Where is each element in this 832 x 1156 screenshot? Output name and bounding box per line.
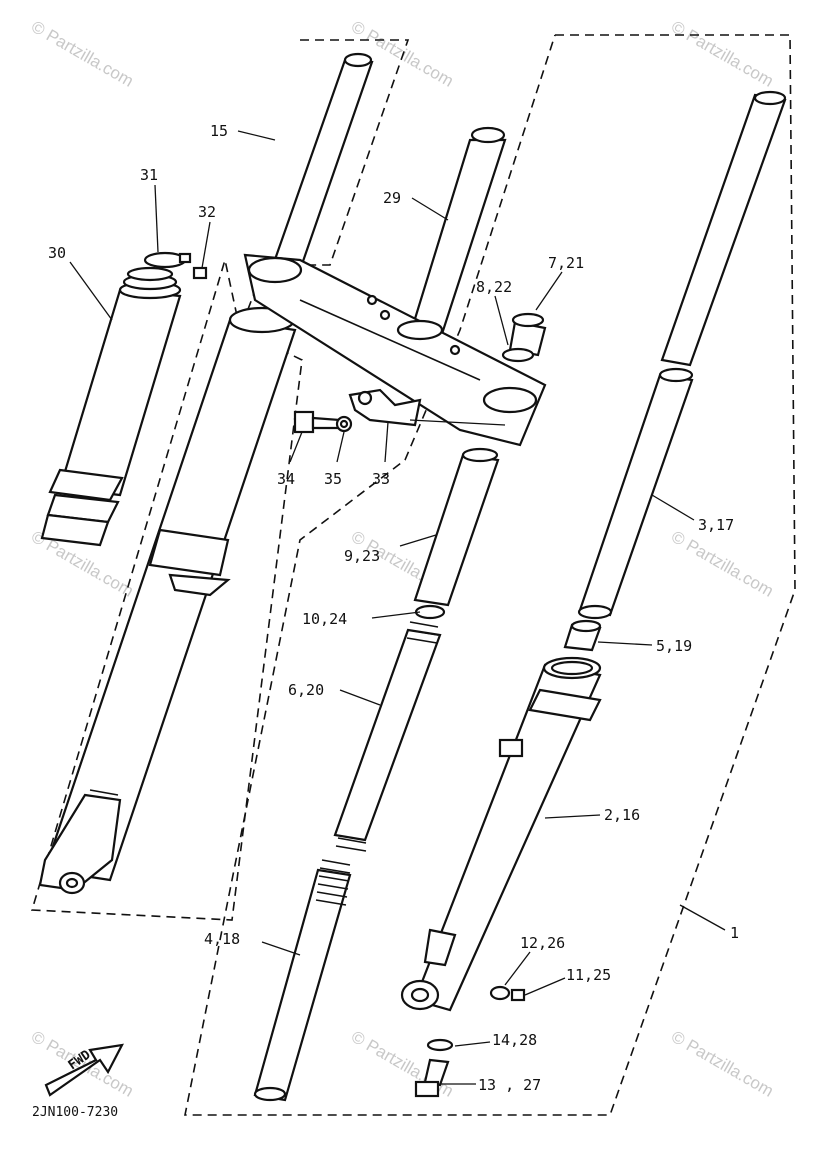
callout-1: 1 (730, 924, 739, 942)
screw-32 (192, 266, 208, 280)
cap-bolt-7-21 (508, 312, 547, 357)
callout-34: 34 (277, 470, 295, 488)
gasket-12-26 (489, 985, 511, 1001)
callout-15: 15 (210, 122, 228, 140)
outer-tube-2-16 (400, 656, 602, 1012)
callout-3-17: 3,17 (698, 516, 734, 534)
callout-29: 29 (383, 189, 401, 207)
callout-10-24: 10,24 (302, 610, 347, 628)
callout-8-22: 8,22 (476, 278, 512, 296)
o-ring-8-22 (501, 347, 535, 363)
callout-12-26: 12,26 (520, 934, 565, 952)
leader-lines (69, 130, 726, 1085)
left-fork-assembly-boundary (30, 39, 410, 921)
watermark: © Partzilla.com (668, 1027, 777, 1101)
callout-32: 32 (198, 203, 216, 221)
callout-14-28: 14,28 (492, 1031, 537, 1049)
fork-spring-6-20 (333, 621, 442, 852)
drawing-code: 2JN100-7230 (32, 1105, 118, 1120)
callout-31: 31 (140, 166, 158, 184)
bushing-5-19 (563, 619, 602, 652)
callout-4-18: 4,18 (204, 930, 240, 948)
callout-6-20: 6,20 (288, 681, 324, 699)
callout-35: 35 (324, 470, 342, 488)
callout-33: 33 (372, 470, 390, 488)
bolt-34 (293, 410, 342, 434)
callout-5-19: 5,19 (656, 637, 692, 655)
inner-tube-3-17 (577, 90, 787, 620)
callout-2-16: 2,16 (604, 806, 640, 824)
bracket-33 (348, 388, 506, 427)
right-fork-assembly-boundary (184, 34, 796, 1116)
callout-11-25: 11,25 (566, 966, 611, 984)
watermark: © Partzilla.com (668, 527, 777, 601)
watermark: © Partzilla.com (668, 17, 777, 91)
ring-10-24 (414, 604, 446, 620)
damper-rod-4-18 (253, 859, 352, 1102)
callout-7-21: 7,21 (548, 254, 584, 272)
callout-13-27: 13 , 27 (478, 1076, 541, 1094)
gasket-14-28 (426, 1038, 454, 1052)
left-fork-leg-15 (38, 52, 374, 895)
drain-screw-11-25 (510, 988, 526, 1002)
bolt-13-27 (414, 1058, 450, 1098)
washer-35 (335, 415, 353, 433)
callout-30: 30 (48, 244, 66, 262)
boot-band-31 (143, 251, 192, 269)
callout-9-23: 9,23 (344, 547, 380, 565)
callouts: 15 31 32 30 29 7,21 8,22 34 35 33 9,23 3… (32, 122, 739, 1120)
fork-boot-30 (40, 266, 182, 547)
damper-rod-9-23 (413, 447, 500, 607)
watermark: © Partzilla.com (28, 17, 137, 91)
under-bracket-29 (243, 126, 547, 447)
